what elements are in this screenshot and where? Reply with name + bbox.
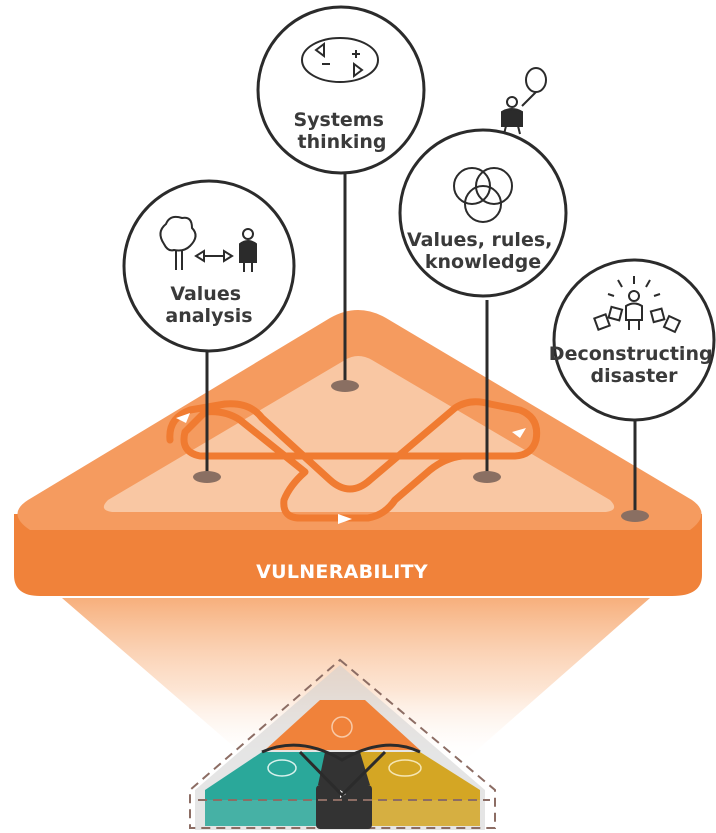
- loop-arrow-right: [512, 428, 526, 438]
- node-circle: [552, 258, 716, 422]
- pin-base: [473, 471, 501, 483]
- platform-front: [14, 514, 702, 596]
- tree-person-icon: [159, 215, 257, 272]
- node-circle: [398, 128, 568, 298]
- node-systems-thinking[interactable]: Systems thinking: [256, 5, 426, 392]
- pin-base: [621, 510, 649, 522]
- mini-loop: [261, 743, 421, 798]
- mini-segment-left: [205, 752, 328, 800]
- loop-arrow-bottom: [338, 514, 352, 524]
- mini-segment-right: [355, 752, 480, 800]
- mini-segment-left-side: [205, 800, 318, 826]
- mini-icon-top: [331, 716, 353, 738]
- mini-segment-center-front: [316, 785, 372, 829]
- node-values-analysis[interactable]: Values analysis: [122, 179, 296, 483]
- pin-base: [331, 380, 359, 392]
- mini-segment-right-side: [368, 800, 480, 826]
- platform-label: VULNERABILITY: [256, 561, 428, 583]
- node-circle: [256, 5, 426, 175]
- venn-diagram-icon: [453, 167, 513, 223]
- node-label: Deconstructing disaster: [549, 343, 716, 387]
- platform-loop: [166, 398, 541, 522]
- loop-arrow-left: [176, 413, 190, 423]
- mini-platform: [189, 658, 496, 830]
- mini-segment-top: [265, 700, 420, 750]
- node-label: Values analysis: [165, 283, 252, 327]
- mini-icon-left: [267, 759, 297, 777]
- mini-icon-right: [388, 759, 422, 777]
- node-values-rules-knowledge[interactable]: Values, rules, knowledge: [398, 128, 568, 483]
- node-label: Values, rules, knowledge: [407, 229, 559, 273]
- node-deconstructing-disaster[interactable]: Deconstructing disaster: [549, 258, 716, 522]
- pin-base: [193, 471, 221, 483]
- mini-segment-center: [318, 752, 370, 785]
- feedback-loop-icon: [301, 37, 379, 83]
- node-label: Systems thinking: [293, 109, 390, 153]
- balloon-person-icon: [501, 67, 547, 135]
- person-juggling-boxes-icon: [593, 276, 682, 334]
- vulnerability-platform: VULNERABILITY: [14, 310, 702, 596]
